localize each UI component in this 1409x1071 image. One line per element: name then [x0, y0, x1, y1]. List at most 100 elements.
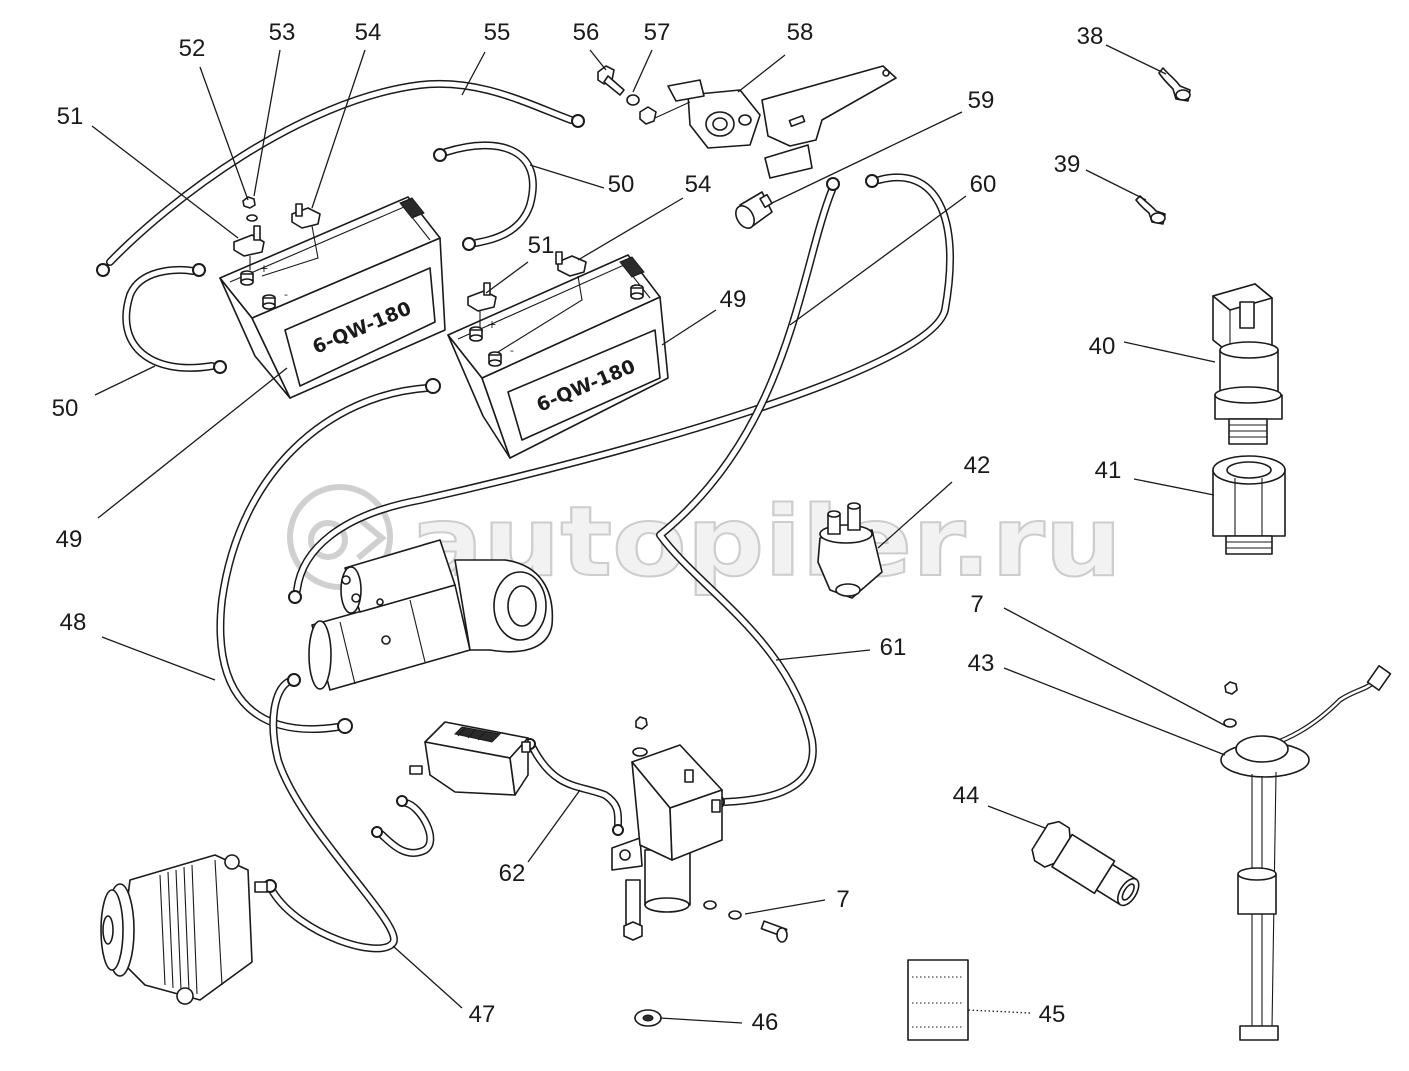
starter-motor-part — [376, 598, 384, 606]
battery-1-negative-mark: - — [284, 288, 288, 301]
solenoid-relay-part — [623, 921, 643, 941]
level-sensor-43 — [1220, 664, 1392, 1041]
cable-61-part — [826, 177, 840, 191]
callout-47: 47 — [469, 1001, 496, 1028]
starter-motor — [308, 539, 554, 691]
relay-box-part — [453, 726, 502, 743]
leader-lines-part — [485, 261, 529, 294]
cable-47-part — [287, 673, 301, 687]
terminal-clamps-part — [483, 282, 491, 296]
battery-switch-part — [764, 144, 813, 179]
alternator-part — [183, 866, 190, 993]
callout-50-left: 50 — [52, 395, 79, 422]
pressure-sensor-40 — [1212, 283, 1283, 445]
washer-57-part — [639, 106, 657, 125]
callout-48: 48 — [60, 609, 87, 636]
callouts: 52 53 54 55 56 57 58 38 51 59 50 54 60 3… — [52, 19, 1122, 1036]
fuse-59-part — [735, 205, 755, 229]
callout-57: 57 — [644, 19, 671, 46]
cable-48-part — [337, 718, 353, 734]
watermark-logo-a — [308, 520, 348, 560]
solenoid-relay-part — [619, 849, 631, 861]
battery-1-part — [399, 197, 425, 219]
battery-2-positive-mark: + — [487, 318, 496, 331]
solenoid-relay-part — [711, 799, 721, 813]
leader-lines-part — [577, 197, 684, 261]
leader-lines-part — [392, 945, 463, 1009]
solenoid-relay-part — [644, 897, 690, 913]
relay-box-part — [477, 731, 486, 741]
elbow-connector-39 — [1135, 195, 1166, 225]
solenoid-relay — [611, 716, 723, 941]
switch-42-part — [835, 583, 861, 597]
battery-1-part — [240, 278, 254, 286]
callout-41: 41 — [1095, 457, 1122, 484]
starter-motor-part — [340, 566, 362, 614]
adapter-41 — [1212, 455, 1286, 555]
battery-2-part — [507, 329, 661, 441]
relay-box-part — [409, 765, 423, 775]
terminal-clamps-part — [295, 203, 303, 217]
bolt-56 — [597, 65, 625, 96]
switch-42-part — [817, 529, 883, 599]
battery-1-part — [219, 196, 441, 319]
elbow-connector-38 — [1158, 67, 1191, 102]
cable-48 — [220, 378, 441, 734]
terminal-clamps-part — [242, 196, 256, 209]
alternator-part — [191, 864, 198, 995]
callout-55: 55 — [484, 19, 511, 46]
cable-60 — [288, 175, 950, 604]
adapter-41-part — [1226, 461, 1272, 479]
leader-lines-part — [199, 66, 249, 201]
fuse-59-part — [759, 193, 773, 209]
leader-lines-part — [97, 367, 288, 519]
cable-62-part — [533, 748, 618, 826]
leader-lines — [91, 44, 1227, 1024]
leader-lines-part — [589, 49, 607, 71]
elbow-connector-39-part — [1150, 212, 1166, 224]
relay-box-part — [457, 727, 466, 737]
alternator — [100, 854, 268, 1005]
relay-box-part — [467, 729, 476, 739]
leader-lines-part — [987, 805, 1046, 829]
leader-lines-part — [632, 49, 653, 93]
callout-51-mid: 51 — [528, 232, 555, 259]
battery-1-part — [284, 267, 436, 387]
watermark-logo-ring — [287, 484, 393, 590]
alternator-part — [175, 869, 182, 991]
cable-62-part — [612, 824, 624, 836]
cable-50-left-part — [192, 263, 206, 277]
terminal-clamps-part — [497, 275, 583, 353]
leader-lines-part — [1003, 667, 1226, 756]
leader-lines-part — [744, 899, 826, 915]
battery-2-part — [488, 359, 502, 367]
callout-46: 46 — [752, 1009, 779, 1036]
leader-lines-part — [775, 649, 871, 661]
level-sensor-43-part — [1366, 664, 1392, 692]
starter-motor-part — [381, 635, 391, 645]
callout-53: 53 — [269, 19, 296, 46]
cable-50-top-part — [433, 148, 447, 162]
leader-lines-part — [529, 164, 605, 189]
callout-54-mid: 54 — [685, 171, 712, 198]
battery-2-part — [469, 334, 483, 342]
watermark-logo-chevron — [356, 515, 387, 561]
solenoid-relay-part — [632, 747, 648, 757]
callout-43: 43 — [968, 650, 995, 677]
starter-motor-part — [409, 599, 426, 663]
callout-62: 62 — [499, 860, 526, 887]
callout-61: 61 — [880, 634, 907, 661]
battery-switch-part — [761, 65, 897, 147]
terminal-clamps-part — [261, 225, 319, 277]
pressure-sensor-40-part — [1212, 283, 1273, 311]
starter-motor-part — [339, 621, 356, 685]
callout-40: 40 — [1089, 333, 1116, 360]
leader-lines-part — [461, 51, 486, 96]
leader-lines-part — [737, 54, 786, 93]
switch-42-part — [827, 510, 841, 518]
battery-switch-part — [712, 117, 728, 131]
cable-jumper — [371, 795, 430, 853]
alternator-part — [214, 859, 223, 986]
battery-switch-part — [882, 69, 890, 77]
relay-box-part — [521, 741, 531, 753]
